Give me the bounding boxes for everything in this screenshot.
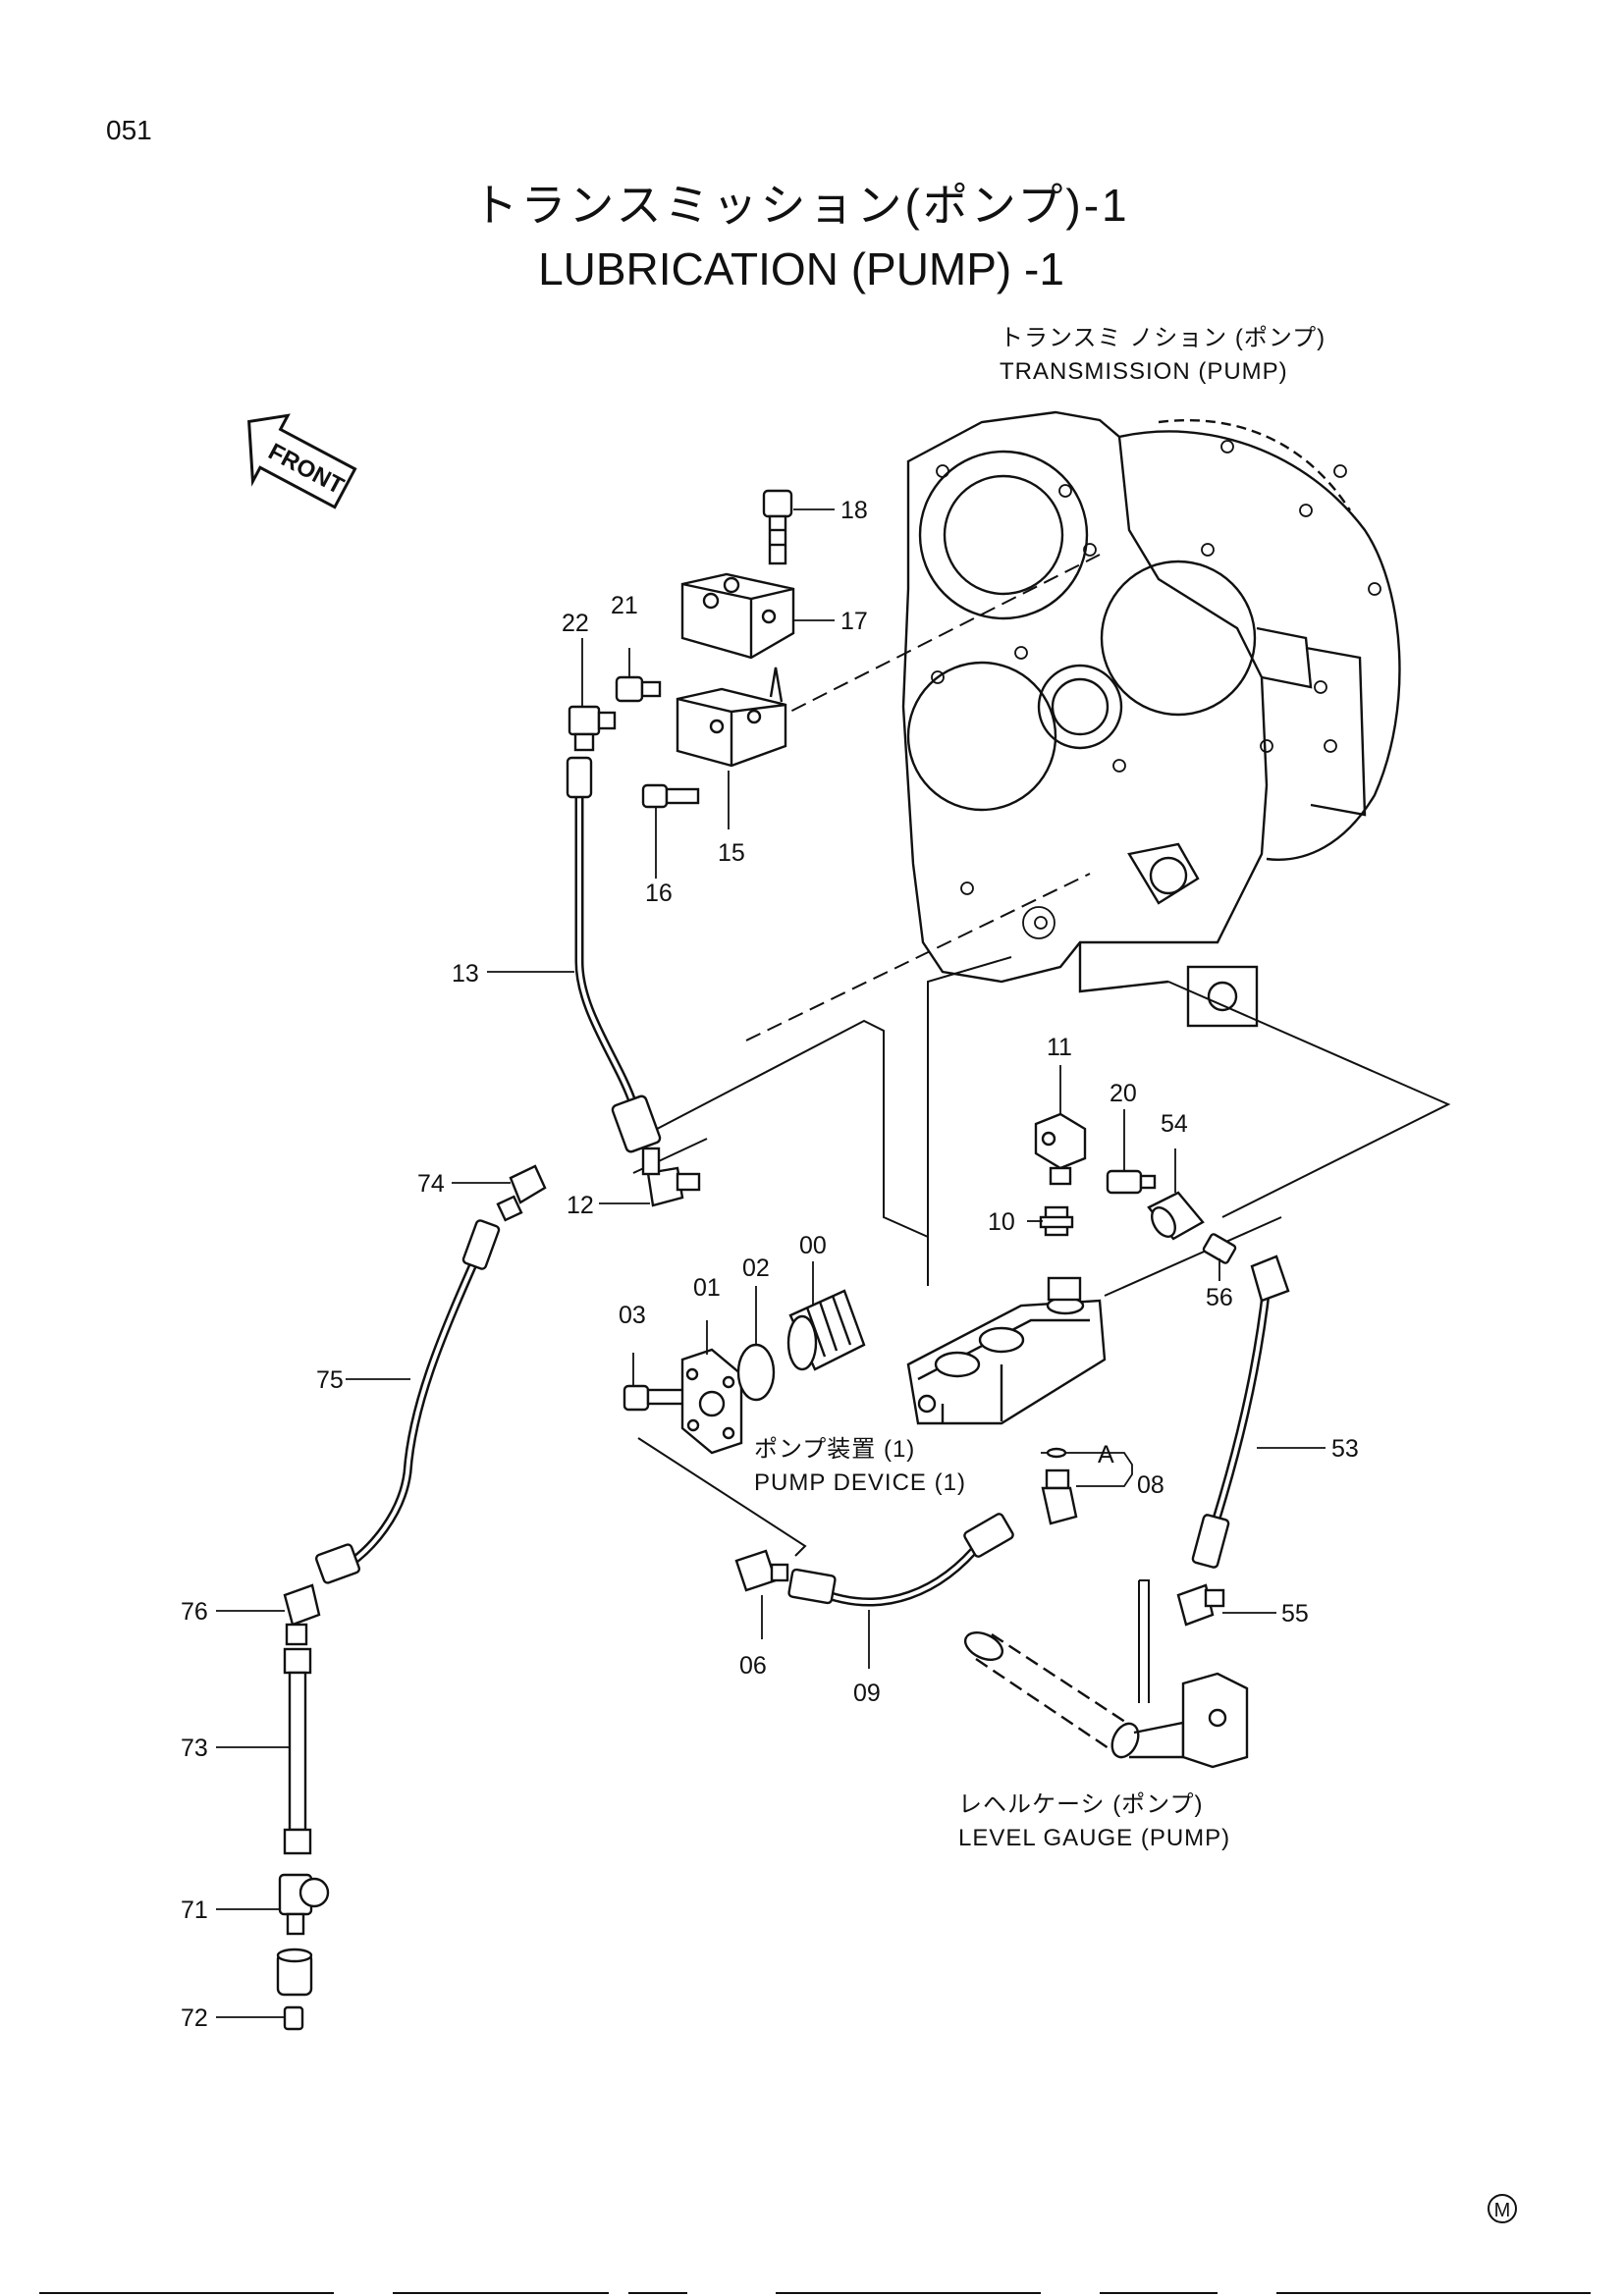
transmission-label-jp: トランスミ ノション (ポンプ): [1000, 325, 1326, 351]
part-label-01: 01: [693, 1274, 721, 1302]
part-label-03: 03: [619, 1302, 646, 1329]
transmission-label-en: TRANSMISSION (PUMP): [1000, 358, 1288, 385]
part-label-20: 20: [1110, 1080, 1137, 1107]
part-label-08: 08: [1137, 1471, 1164, 1499]
part-label-17: 17: [840, 608, 868, 635]
o-ring-02: [736, 1343, 776, 1402]
detail-ref-a: A: [1098, 1441, 1114, 1468]
callout-leaders: [216, 508, 1326, 2018]
block-11: [1034, 1112, 1087, 1186]
part-label-21: 21: [611, 592, 638, 619]
part-label-16: 16: [645, 880, 673, 907]
transmission-housing: [901, 410, 1401, 1028]
part-label-56: 56: [1206, 1284, 1233, 1311]
front-arrow-icon: FRONT: [247, 413, 357, 509]
part-label-76: 76: [181, 1598, 208, 1626]
bolt-21: [615, 675, 662, 703]
fitting-08: [1041, 1447, 1078, 1525]
part-label-09: 09: [853, 1680, 881, 1707]
elbow-fitting-22: [568, 705, 617, 752]
part-label-18: 18: [840, 497, 868, 524]
hose-53: [1191, 1255, 1290, 1569]
elbow-fitting-55: [1176, 1583, 1225, 1627]
strainer-00: [786, 1289, 866, 1371]
part-label-54: 54: [1161, 1110, 1188, 1138]
level-gauge: [963, 1631, 1249, 1769]
title-english: LUBRICATION (PUMP) -1: [538, 243, 1064, 294]
part-label-22: 22: [562, 610, 589, 637]
part-label-53: 53: [1331, 1435, 1359, 1463]
maker-mark-icon: M: [1488, 2194, 1517, 2223]
connector-20: [1106, 1169, 1157, 1195]
elbow-fitting-06: [734, 1549, 789, 1592]
elbow-fitting-74: [496, 1164, 547, 1222]
part-label-15: 15: [718, 839, 745, 867]
hose-09: [787, 1513, 1014, 1607]
elbow-fitting-12: [641, 1147, 701, 1207]
maker-mark-letter: M: [1494, 2200, 1511, 2221]
pump-device: [906, 1276, 1107, 1425]
elbow-fitting-76: [283, 1583, 321, 1646]
mounting-block-17: [680, 572, 795, 660]
sleeve-72: [276, 1948, 313, 1997]
part-label-00: 00: [799, 1232, 827, 1259]
nipple-10: [1039, 1205, 1074, 1237]
part-number-labels: 18 17 15 16 21 22 13 74 12 11 20 54 10 5…: [181, 497, 1359, 2032]
level-gauge-label-en: LEVEL GAUGE (PUMP): [958, 1825, 1230, 1851]
part-label-12: 12: [567, 1192, 594, 1219]
cover-plate-01: [680, 1348, 743, 1455]
sleeve-54: [1147, 1191, 1205, 1241]
part-label-11: 11: [1047, 1034, 1072, 1061]
nipple-56: [1202, 1233, 1237, 1264]
fitting-71: [278, 1873, 330, 1936]
part-label-71: 71: [181, 1896, 208, 1924]
part-label-75: 75: [316, 1366, 344, 1394]
assembly-callouts: トランスミ ノション (ポンプ) TRANSMISSION (PUMP) ポンプ…: [754, 325, 1326, 1851]
bolt-18: [762, 489, 793, 565]
part-label-02: 02: [742, 1255, 770, 1282]
part-shapes: [276, 489, 1290, 2031]
part-label-73: 73: [181, 1735, 208, 1762]
part-label-06: 06: [739, 1652, 767, 1680]
part-label-74: 74: [417, 1170, 445, 1198]
title-japanese: トランスミッション(ポンプ)-1: [472, 180, 1129, 231]
part-label-13: 13: [452, 960, 479, 988]
bolt-16: [641, 783, 700, 809]
level-gauge-label-jp: レヘルケーシ (ポンプ): [958, 1791, 1203, 1818]
pump-device-label-jp: ポンプ装置 (1): [754, 1436, 915, 1463]
hose-13: [566, 756, 662, 1153]
plug-72: [283, 2005, 304, 2031]
part-label-55: 55: [1281, 1600, 1309, 1628]
bracket-15: [676, 667, 787, 768]
hose-75: [314, 1219, 501, 1584]
bolt-03: [623, 1384, 685, 1412]
part-label-72: 72: [181, 2004, 208, 2032]
pipe-73: [283, 1647, 312, 1855]
pump-device-label-en: PUMP DEVICE (1): [754, 1469, 966, 1496]
part-label-10: 10: [988, 1208, 1015, 1236]
page-number: 051: [106, 115, 152, 145]
